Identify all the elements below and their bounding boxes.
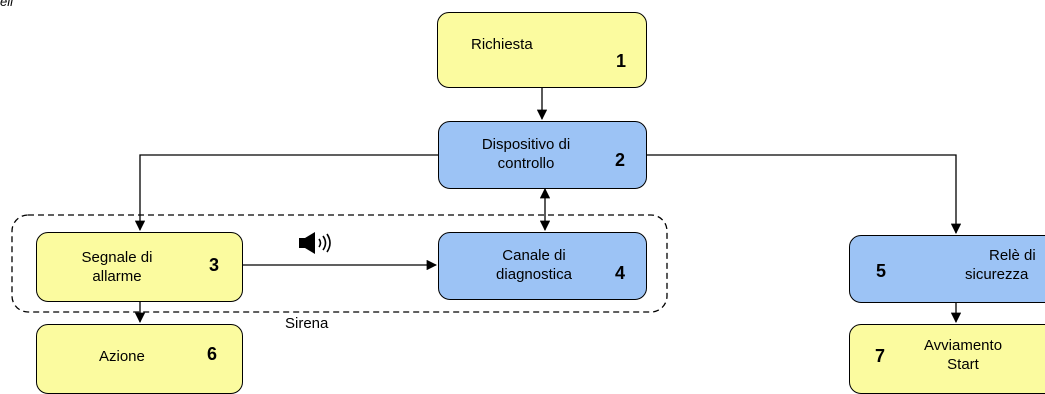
- node-dispositivo-label: Dispositivo di controllo: [461, 135, 591, 173]
- node-avviamento-line1: Avviamento: [923, 337, 1003, 354]
- node-avviamento-label: Avviamento Start: [908, 336, 1018, 374]
- node-dispositivo-number: 2: [615, 150, 626, 170]
- node-segnale-line2: allarme: [92, 268, 142, 285]
- edge-2-3: [134, 154, 438, 232]
- node-segnale-line1: Segnale di: [81, 249, 153, 266]
- node-azione-label: Azione: [99, 348, 145, 365]
- node-dispositivo-di-controllo: Dispositivo di controllo 2: [438, 121, 647, 189]
- node-segnale-label: Segnale di allarme: [57, 248, 177, 286]
- node-canale-di-diagnostica: Canale di diagnostica 4: [438, 232, 647, 300]
- top-text-fragment: ell: [0, 0, 14, 9]
- node-richiesta-number: 1: [616, 51, 627, 71]
- node-richiesta-label: Richiesta: [471, 36, 533, 53]
- node-dispositivo-line1: Dispositivo di: [481, 136, 571, 153]
- node-richiesta: Richiesta 1: [437, 12, 647, 88]
- edge-2-5: [647, 154, 962, 235]
- node-canale-line2: diagnostica: [496, 266, 572, 283]
- node-avviamento-line2: Start: [947, 356, 979, 373]
- node-avviamento-number: 7: [875, 346, 886, 366]
- node-segnale-number: 3: [209, 255, 220, 275]
- node-rele-line1: Relè di: [989, 247, 1036, 264]
- node-rele-number: 5: [876, 261, 887, 281]
- node-azione-number: 6: [207, 344, 218, 364]
- sirena-group-boundary: [11, 214, 668, 313]
- node-canale-number: 4: [615, 263, 626, 283]
- node-azione: Azione 6: [36, 324, 243, 394]
- node-canale-line1: Canale di: [502, 247, 566, 264]
- node-rele-label: Relè di sicurezza: [965, 246, 1036, 284]
- node-dispositivo-line2: controllo: [497, 155, 555, 172]
- node-rele-line2: sicurezza: [965, 266, 1029, 283]
- sirena-caption: Sirena: [285, 315, 329, 332]
- node-rele-di-sicurezza: 5 Relè di sicurezza: [849, 235, 1045, 303]
- node-canale-label: Canale di diagnostica: [479, 246, 589, 284]
- node-segnale-di-allarme: Segnale di allarme 3: [36, 232, 243, 302]
- node-avviamento-start: 7 Avviamento Start: [849, 324, 1045, 394]
- speaker-icon: [299, 232, 331, 254]
